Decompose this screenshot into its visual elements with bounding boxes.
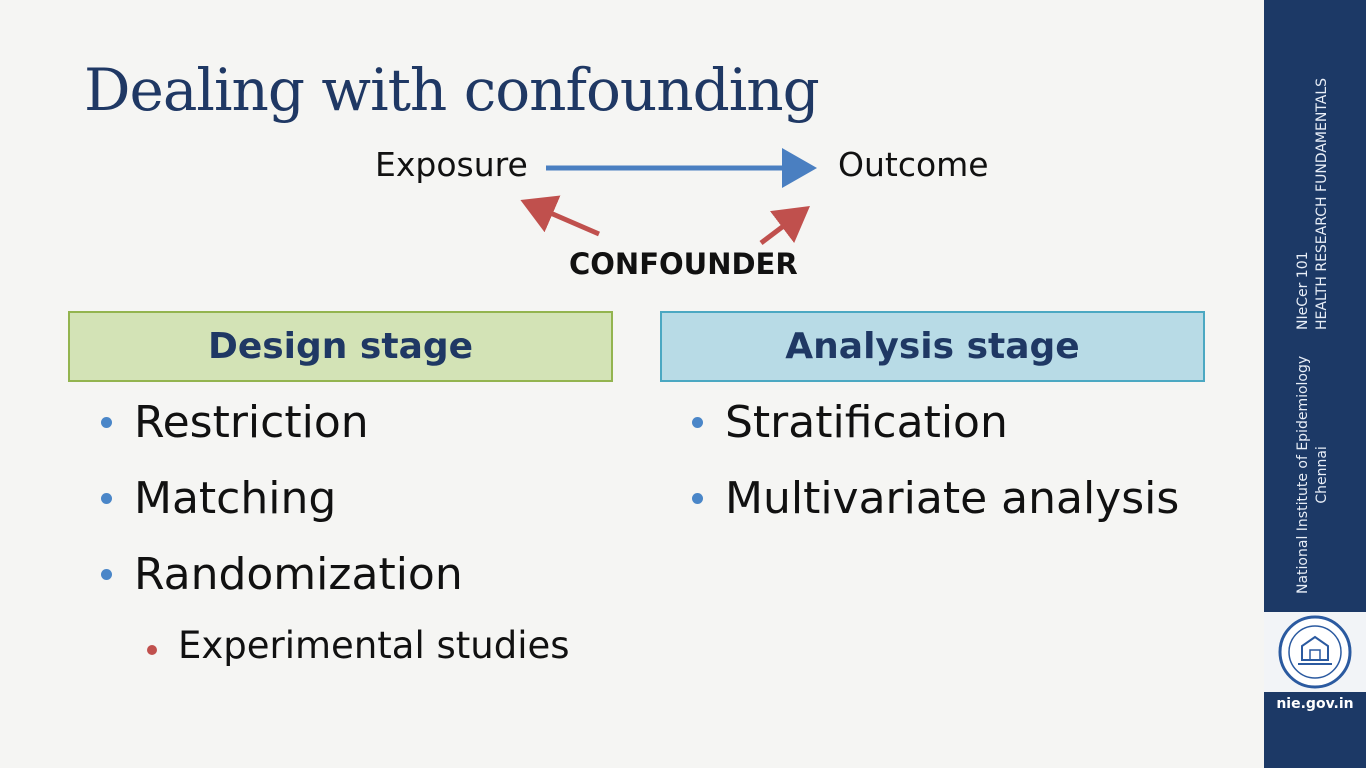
slide-title: Dealing with confounding — [84, 56, 820, 124]
list-item: Restriction — [68, 385, 463, 461]
list-item-label: Randomization — [134, 549, 463, 600]
bullet-icon — [692, 493, 703, 504]
analysis-stage-header: Analysis stage — [660, 311, 1205, 382]
icmr-seal-icon — [1278, 615, 1352, 689]
bullet-icon — [101, 569, 112, 580]
list-item: Multivariate analysis — [659, 461, 1179, 537]
exposure-label: Exposure — [375, 145, 528, 184]
list-item: Stratification — [659, 385, 1179, 461]
outcome-label: Outcome — [838, 145, 989, 184]
sub-list-item: Experimental studies — [147, 624, 570, 667]
list-item: Matching — [68, 461, 463, 537]
list-item: Randomization — [68, 537, 463, 613]
list-item-label: Multivariate analysis — [725, 473, 1180, 524]
bullet-icon — [101, 417, 112, 428]
course-name: HEALTH RESEARCH FUNDAMENTALS — [1314, 77, 1330, 330]
design-stage-list: Restriction Matching Randomization — [68, 385, 463, 613]
course-title: NIeCer 101 HEALTH RESEARCH FUNDAMENTALS — [1294, 78, 1332, 330]
slide: Dealing with confounding Exposure Outcom… — [68, 56, 1205, 667]
confounding-diagram-arrows — [520, 148, 817, 245]
bullet-icon — [692, 417, 703, 428]
design-stage-header: Design stage — [68, 311, 613, 382]
confounder-exposure-arrow — [520, 195, 600, 237]
list-item-label: Stratification — [725, 397, 1008, 448]
website-url: nie.gov.in — [1276, 696, 1354, 712]
course-code: NIeCer 101 — [1295, 251, 1311, 330]
analysis-stage-heading: Analysis stage — [785, 326, 1080, 367]
sidebar: NIeCer 101 HEALTH RESEARCH FUNDAMENTALS … — [1264, 0, 1366, 768]
list-item-label: Restriction — [134, 397, 369, 448]
confounder-label: CONFOUNDER — [569, 247, 798, 281]
institute-line-2: Chennai — [1314, 446, 1330, 504]
sub-list-item-label: Experimental studies — [178, 624, 570, 667]
bullet-icon — [101, 493, 112, 504]
institute-line-1: National Institute of Epidemiology — [1295, 355, 1311, 594]
list-item-label: Matching — [134, 473, 337, 524]
logo-band — [1264, 612, 1366, 692]
sub-bullet-icon — [147, 645, 157, 655]
design-stage-heading: Design stage — [207, 326, 474, 367]
confounder-outcome-arrow — [759, 205, 810, 245]
analysis-stage-list: Stratification Multivariate analysis — [659, 385, 1179, 537]
institute-name: National Institute of Epidemiology Chenn… — [1294, 356, 1332, 594]
